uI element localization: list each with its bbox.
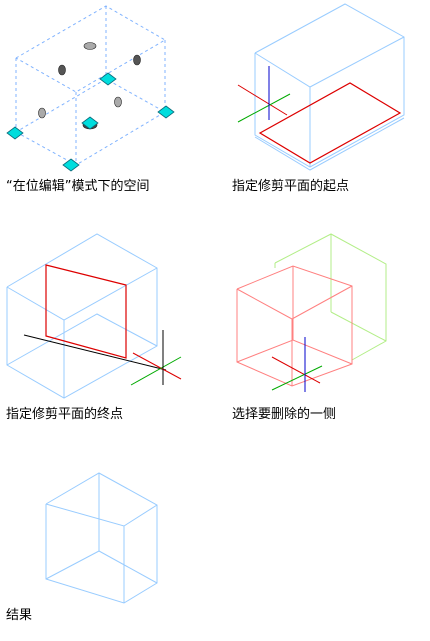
box-outline: [254, 3, 405, 168]
panel-clip-end: [6, 233, 158, 399]
panel-clip-start: [254, 3, 405, 171]
face-marker-icon: [114, 96, 122, 108]
face-marker-icon: [133, 54, 141, 66]
pick-line: [23, 334, 167, 371]
grip-icon: [99, 72, 117, 86]
box-outline: [6, 233, 158, 399]
box-hidden-edges: [6, 313, 158, 366]
clip-plane-start: [258, 82, 402, 164]
caption-clip-start: 指定修剪平面的起点: [232, 179, 350, 194]
box-base-outline: [254, 117, 405, 171]
result-top-edge: [45, 503, 158, 527]
panel-select-side: [274, 233, 387, 361]
ucs-crosshair: [237, 66, 291, 123]
panel-in-place-edit: [15, 5, 167, 166]
result-hidden-edges: [45, 550, 158, 584]
result-outline: [45, 472, 158, 604]
caption-clip-end: 指定修剪平面的终点: [6, 407, 124, 422]
box-top-edge: [6, 267, 158, 321]
grip-handles: [6, 72, 175, 172]
ucs-crosshair: [130, 330, 182, 386]
removed-side-outline: [274, 233, 387, 361]
panel-result: [45, 472, 158, 604]
grip-icon: [62, 158, 80, 172]
caption-select-side: 选择要删除的一侧: [232, 407, 337, 422]
box-top-edge: [254, 36, 405, 88]
face-marker-icon: [58, 64, 66, 76]
caption-in-place-edit: “在位编辑”模式下的空间: [6, 179, 150, 194]
face-center-markers: [38, 42, 141, 130]
clip-plane-end: [45, 264, 127, 359]
caption-result: 结果: [6, 608, 33, 623]
face-marker-icon: [38, 107, 46, 119]
grip-icon: [81, 116, 99, 130]
grip-icon: [157, 105, 175, 119]
face-marker-icon: [83, 42, 97, 50]
ucs-crosshair: [271, 337, 323, 392]
kept-side: [236, 265, 353, 387]
grip-icon: [6, 126, 24, 140]
